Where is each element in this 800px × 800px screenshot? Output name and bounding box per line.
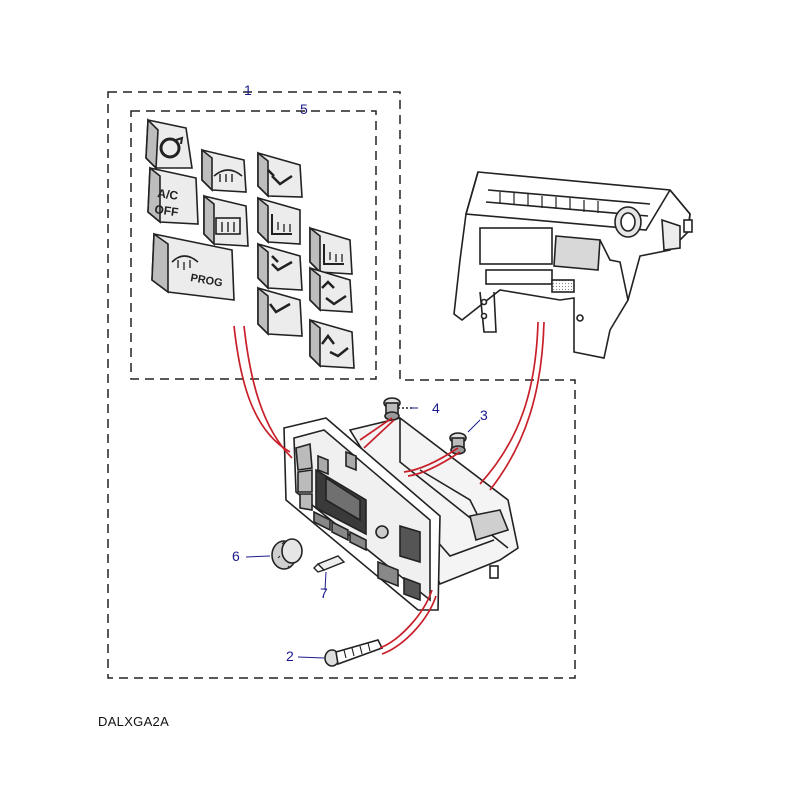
recirculate-key: [145, 118, 193, 170]
callout-6: 6: [232, 548, 240, 564]
callout-3: 3: [480, 407, 488, 423]
off-legend: OFF: [154, 202, 180, 219]
airflow-face-key: [309, 266, 353, 313]
dashboard-fascia: [453, 171, 693, 359]
clip-4: [383, 397, 412, 421]
callout-leaders: [245, 407, 481, 659]
callout-4: 4: [432, 400, 440, 416]
climate-control-unit: [283, 417, 519, 611]
screw-2: [324, 639, 384, 667]
seat-heater-key-2: [309, 226, 353, 275]
bulb-7: [313, 555, 346, 573]
airflow-foot-key: [257, 286, 303, 337]
front-defrost-key: [201, 148, 247, 193]
button-kit: [145, 118, 355, 369]
assembly-1-boundary: [107, 91, 576, 679]
rear-defrost-key: [203, 194, 249, 247]
callout-2: 2: [286, 648, 294, 664]
callout-7: 7: [320, 585, 328, 601]
airflow-face-feet-key: [257, 151, 303, 198]
ac-off-key: [147, 166, 199, 225]
seat-heater-key: [257, 196, 301, 245]
clip-3: [449, 432, 467, 455]
diagram-caption: DALXGA2A: [98, 714, 170, 729]
airflow-feet-key: [257, 242, 303, 291]
ac-legend: A/C: [157, 186, 180, 203]
callout-5: 5: [300, 101, 308, 117]
knob-6: [271, 538, 303, 570]
callout-1: 1: [244, 82, 252, 98]
prog-legend: PROG: [189, 272, 223, 289]
airflow-screen-key: [309, 318, 355, 369]
assembly-guides: [233, 321, 545, 655]
prog-key: [151, 232, 235, 301]
